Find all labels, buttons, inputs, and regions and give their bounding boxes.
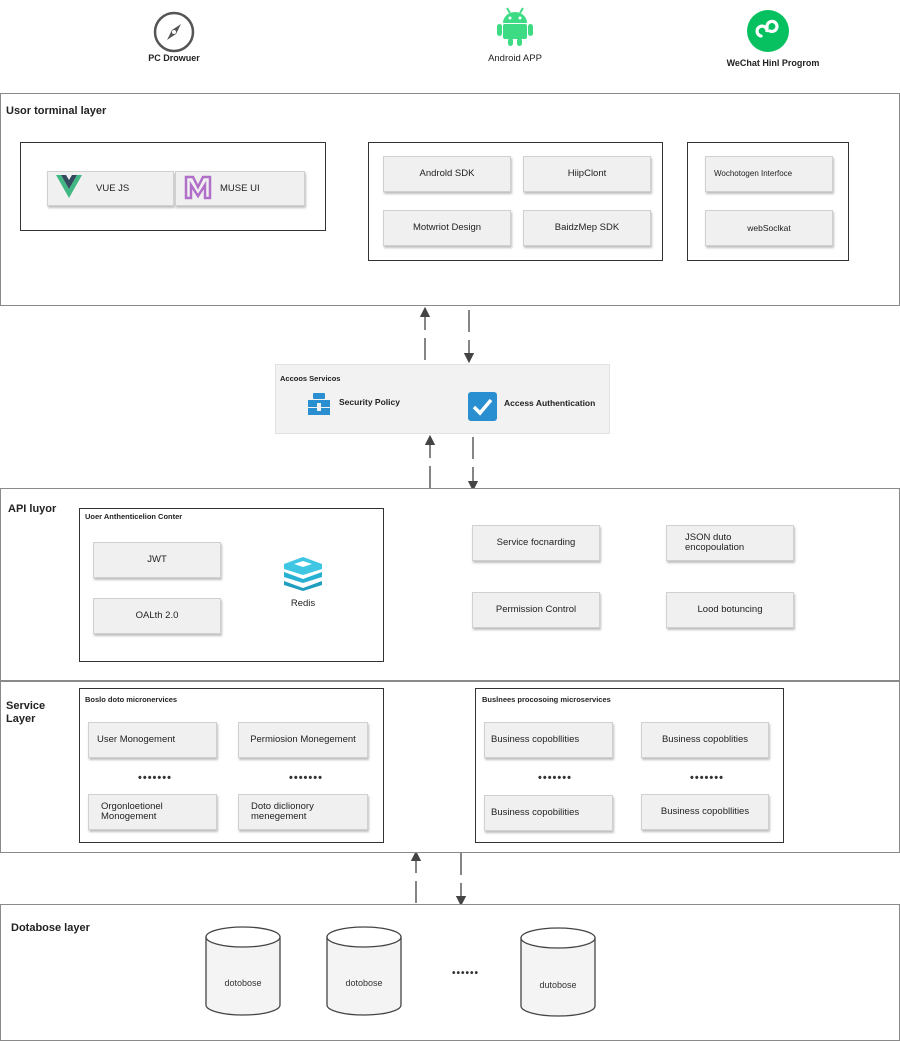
basic-dots-left: ••••••• [138,772,172,784]
user-auth-center-panel [79,508,384,662]
material-design-chip: Motwriot Design [383,210,511,246]
websocket-chip: webSoclkat [705,210,833,246]
user-management-chip: User Monogement [88,722,217,758]
permission-control-chip: Permission Control [472,592,600,628]
organization-management-chip: Orgonloetionel Monogement [88,794,217,830]
basic-data-microservices-title: Boslo doto micronervices [85,695,178,704]
database-layer-title: Dotabose layer [11,922,90,934]
business-dots-right: ••••••• [690,772,724,784]
business-capabilities-chip-2: Business copoblities [641,722,769,758]
service-forwarding-chip: Service focnarding [472,525,600,561]
compass-icon [152,10,196,54]
business-capabilities-chip-1: Business copobllities [484,722,613,758]
vue-js-chip: VUE JS [47,171,174,206]
user-terminal-layer-title: Usor torminal layer [6,105,107,117]
muse-ui-chip: MUSE UI [175,171,305,206]
business-dots-left: ••••••• [538,772,572,784]
redis-label: Redis [290,598,316,609]
business-microservices-title: Buslnees procosoing microservices [482,695,611,704]
access-services-title: Accoos Servicos [280,374,341,383]
android-app-label: Android APP [488,53,542,64]
oauth-chip: OALth 2.0 [93,598,221,634]
user-auth-center-title: Uoer Anthenticelion Conter [85,512,183,521]
api-layer-title: API luyor [8,503,57,515]
database-dots: •••••• [452,968,480,979]
muse-ui-icon [184,174,212,203]
load-balancing-chip: Lood botuncing [666,592,794,628]
database-label-1: dotobose [224,978,262,988]
access-authentication-label: Access Authentication [504,398,596,408]
security-policy-icon [307,392,331,416]
vue-icon [56,175,82,202]
android-sdk-chip: Androld SDK [383,156,511,192]
business-capabilities-chip-4: Business copobllities [641,794,769,830]
database-icon [326,926,402,1016]
database-cylinder-2: dotobose [325,925,403,1017]
database-label-2: dotobose [345,978,383,988]
data-dictionary-management-chip: Doto diclionory menegement [238,794,368,830]
wechat-interface-chip: Wochotogen Interfoce [705,156,833,192]
database-icon [520,927,596,1017]
access-services-box [275,364,610,434]
database-layer [0,904,900,1041]
database-cylinder-3: dutobose [519,926,597,1018]
wechat-mini-program-icon [746,9,790,53]
jwt-chip: JWT [93,542,221,578]
permission-management-chip: Permiosion Monegement [238,722,368,758]
database-icon [205,926,281,1016]
service-layer-title: Service Layer [6,700,46,725]
android-icon [495,5,535,47]
pc-browser-label: PC Drowuer [148,53,200,63]
basic-dots-right: ••••••• [289,772,323,784]
access-authentication-icon [468,392,497,421]
database-label-3: dutobose [539,980,577,990]
business-capabilities-chip-3: Business copobilities [484,795,613,831]
json-encapsulation-chip: JSON duto encopoulation [666,525,794,561]
baidu-map-sdk-chip: BaidzMep SDK [523,210,651,246]
muse-ui-label: MUSE UI [220,182,260,194]
database-cylinder-1: dotobose [204,925,282,1017]
http-client-chip: HiipClont [523,156,651,192]
redis-icon [282,557,324,591]
security-policy-label: Security Policy [339,397,400,407]
wechat-mini-program-label: WeChat Hinl Progrom [726,58,820,68]
vue-js-label: VUE JS [96,182,130,194]
